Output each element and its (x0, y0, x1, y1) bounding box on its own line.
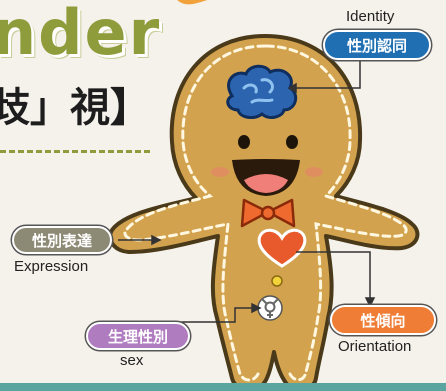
smiling-mouth (232, 159, 300, 196)
cookie-button-dot (271, 275, 283, 287)
heart-icon (257, 228, 307, 268)
expression-pill: 性別表達 (12, 226, 112, 254)
right-cheek (305, 167, 323, 177)
sex-connector (180, 307, 252, 323)
right-eye (286, 135, 298, 149)
left-eye (238, 135, 250, 149)
bowtie-icon (240, 198, 296, 228)
identity-pill: 性別認同 (323, 30, 431, 60)
dashed-divider (0, 150, 150, 153)
gender-symbol-icon (257, 295, 283, 321)
identity-english-label: Identity (346, 8, 395, 25)
orientation-arrowhead (364, 297, 376, 308)
orientation-connector (296, 251, 371, 298)
identity-connector (296, 60, 361, 89)
left-cheek (211, 167, 229, 177)
brain-icon (226, 64, 298, 119)
sex-pill: 生理性別 (86, 322, 190, 350)
identity-arrowhead (287, 82, 297, 94)
heading-title-fragment: nder (0, 0, 162, 69)
expression-english-label: Expression (14, 258, 89, 275)
connector-lines (118, 60, 376, 323)
heading-subtitle-fragment: 歧」視】 (0, 85, 150, 131)
orientation-english-label: Orientation (338, 338, 412, 355)
bottom-color-band (0, 383, 446, 391)
expression-arrowhead (151, 234, 162, 246)
sex-arrowhead (251, 302, 262, 314)
sex-english-label: sex (120, 352, 144, 369)
orientation-pill: 性傾向 (330, 305, 436, 335)
